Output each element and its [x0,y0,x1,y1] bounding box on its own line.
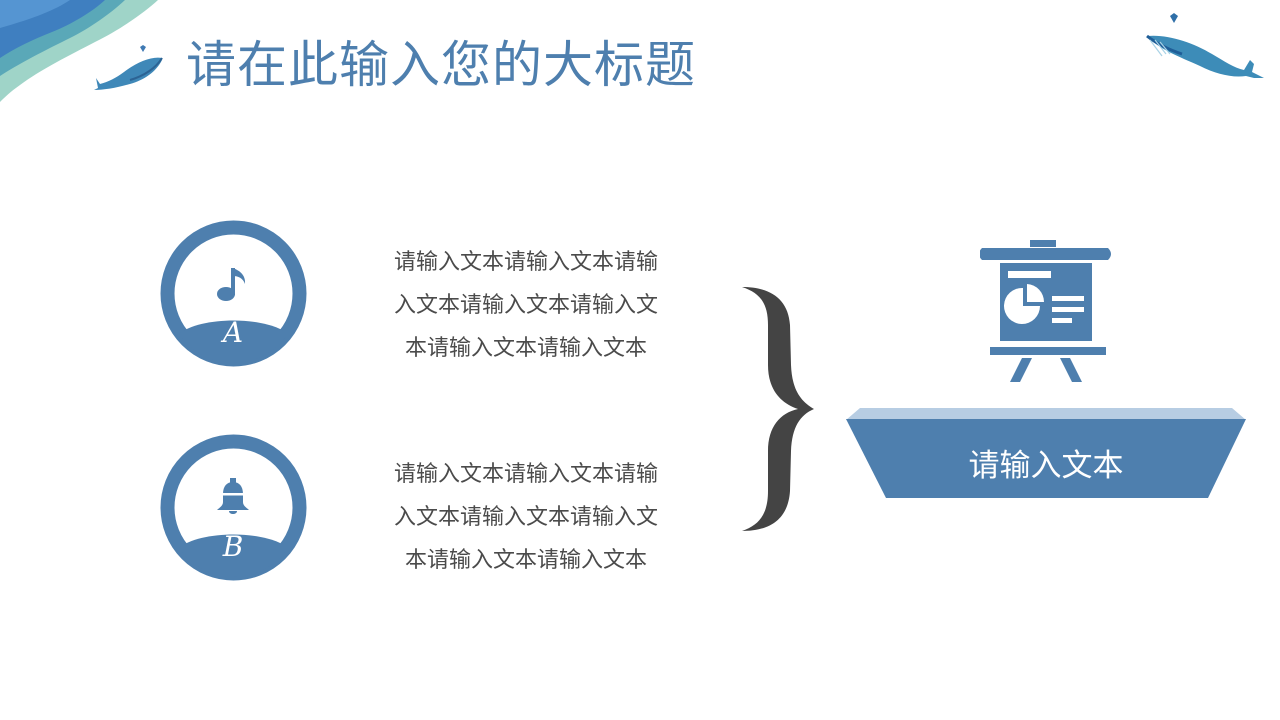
watercolor-wave-decoration [0,0,158,102]
badge-ring [160,434,307,581]
item-b-text: 请输入文本请输入文本请输 入文本请输入文本请输入文 本请输入文本请输入文本 [376,453,676,582]
music-note-icon [217,268,246,301]
large-whale-icon [1146,13,1264,78]
curly-brace-icon [742,287,814,531]
trapezoid-shape [846,408,1246,498]
text-line: 入文本请输入文本请输入文 [393,505,658,530]
badge-a: A [160,220,307,367]
summary-box: 请输入文本 [846,406,1246,500]
page-title: 请在此输入您的大标题 [186,36,696,94]
text-line: 本请输入文本请输入文本 [404,548,647,573]
text-line: 请输入文本请输入文本请输 [393,250,658,275]
small-whale-icon [94,45,163,90]
summary-label: 请输入文本 [968,448,1124,484]
badge-ring [160,220,307,367]
text-line: 入文本请输入文本请输入文 [393,293,658,318]
presentation-board-icon [980,240,1111,382]
bell-icon [217,478,249,514]
badge-letter: A [222,316,244,349]
text-line: 请输入文本请输入文本请输 [393,462,658,487]
text-line: 本请输入文本请输入文本 [404,336,647,361]
item-a-text: 请输入文本请输入文本请输 入文本请输入文本请输入文 本请输入文本请输入文本 [376,241,676,370]
badge-b: B [160,434,307,581]
badge-letter: B [222,530,244,563]
